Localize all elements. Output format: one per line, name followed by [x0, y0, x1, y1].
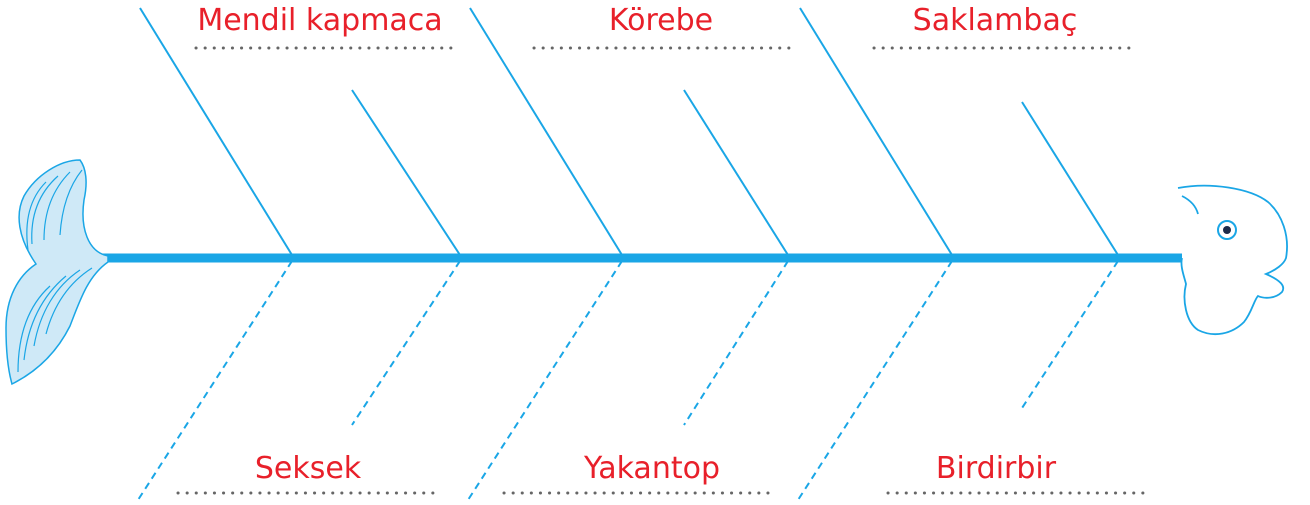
top-minor-bone-1 — [351, 89, 461, 256]
top-label-3: Saklambaç — [912, 3, 1078, 38]
top-major-bone-1 — [139, 7, 293, 256]
bottom-label-3: Birdirbir — [935, 451, 1057, 486]
top-major-bone-2 — [469, 7, 623, 256]
top-minor-bone-3 — [1021, 101, 1119, 256]
bottom-minor-bone-1 — [351, 260, 461, 426]
bottom-label-1: Seksek — [254, 451, 362, 486]
fish-eye-icon — [1217, 220, 1237, 240]
bottom-label-2: Yakantop — [584, 451, 720, 486]
bottom-major-bone-3 — [797, 260, 953, 501]
top-label-2: Körebe — [608, 3, 714, 38]
top-major-bone-3 — [799, 7, 953, 256]
bottom-minor-bone-2 — [683, 260, 789, 426]
bottom-minor-bone-3 — [1021, 260, 1119, 409]
fish-head-icon — [1177, 184, 1288, 336]
top-minor-bone-2 — [683, 89, 789, 256]
top-label-1: Mendil kapmaca — [197, 3, 443, 38]
fish-tail-icon — [5, 159, 109, 386]
